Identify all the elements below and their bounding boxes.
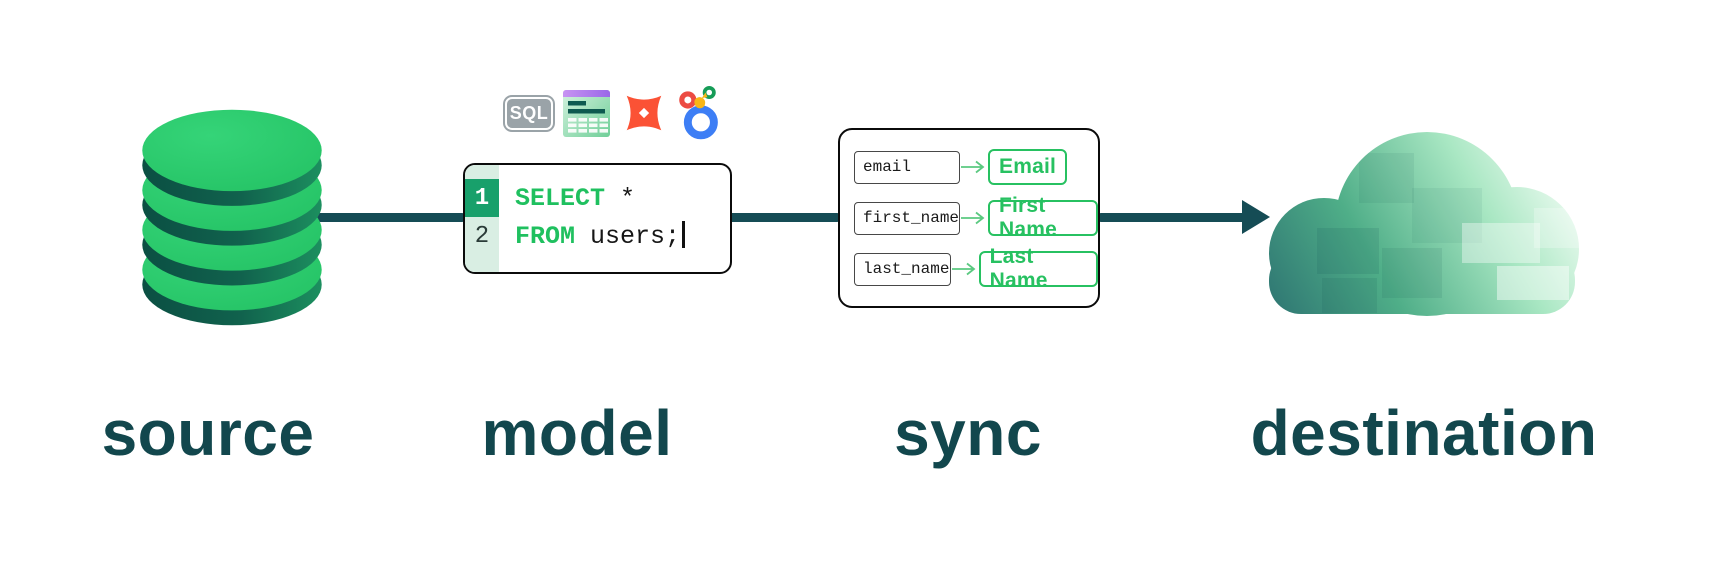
code-rows: 1 SELECT * 2 FROM users; bbox=[465, 179, 730, 255]
code-text-2: FROM users; bbox=[499, 221, 686, 251]
stage-label-sync: sync bbox=[894, 397, 1042, 469]
source-field-box: last_name bbox=[854, 252, 951, 286]
target-field-label: First Name bbox=[999, 194, 1057, 241]
cloud-icon bbox=[1269, 132, 1579, 316]
line-number-1: 1 bbox=[465, 179, 499, 217]
source-database bbox=[131, 106, 333, 333]
flow-line-model-sync bbox=[727, 213, 839, 222]
stage-label-destination: destination bbox=[1250, 397, 1598, 469]
mapping-arrow-icon bbox=[961, 160, 985, 174]
code-text-1: SELECT * bbox=[499, 184, 635, 213]
sql-rest: * bbox=[605, 183, 636, 213]
target-field-box: Email bbox=[988, 149, 1068, 185]
stage-label-model: model bbox=[481, 397, 673, 469]
mapping-row-email: email Email bbox=[854, 149, 1098, 185]
sql-rest: users; bbox=[575, 222, 681, 251]
source-field-label: first_name bbox=[863, 209, 960, 227]
destination-cloud bbox=[1262, 128, 1582, 323]
stage-label-source: source bbox=[101, 397, 315, 469]
sql-code-block: 1 SELECT * 2 FROM users; bbox=[463, 163, 732, 274]
mapping-arrow-icon bbox=[951, 262, 976, 276]
flow-arrowhead-icon bbox=[1242, 200, 1270, 234]
looker-icon bbox=[679, 86, 718, 140]
target-field-label: Email bbox=[999, 155, 1057, 178]
text-cursor bbox=[682, 221, 686, 248]
database-icon bbox=[142, 109, 322, 326]
target-field-box: Last Name bbox=[978, 245, 1098, 292]
model-tool-icons: SQL bbox=[503, 86, 720, 140]
source-field-label: email bbox=[863, 158, 912, 176]
target-field-label: Last Name bbox=[989, 245, 1048, 292]
mapping-arrow-icon bbox=[961, 211, 985, 225]
sql-keyword: SELECT bbox=[515, 183, 606, 213]
mapping-row-first-name: first_name First Name bbox=[854, 194, 1098, 241]
sync-mapping-box: email Email first_name First Name last_n… bbox=[838, 128, 1100, 308]
sql-badge-icon: SQL bbox=[503, 94, 555, 132]
sql-keyword: FROM bbox=[515, 222, 576, 251]
mapping-row-last-name: last_name Last Name bbox=[854, 245, 1098, 292]
spreadsheet-icon bbox=[563, 89, 610, 137]
code-line-2: 2 FROM users; bbox=[465, 217, 730, 255]
target-field-box: First Name bbox=[988, 194, 1098, 241]
sql-badge-label: SQL bbox=[505, 96, 553, 130]
source-field-label: last_name bbox=[863, 260, 950, 278]
source-field-box: email bbox=[854, 150, 960, 184]
code-line-1: 1 SELECT * bbox=[465, 179, 730, 217]
dbt-icon bbox=[626, 95, 662, 131]
flow-line-source-model bbox=[312, 213, 464, 222]
line-number-2: 2 bbox=[474, 222, 490, 250]
flow-line-sync-destination bbox=[1099, 213, 1244, 222]
source-field-box: first_name bbox=[854, 201, 960, 235]
